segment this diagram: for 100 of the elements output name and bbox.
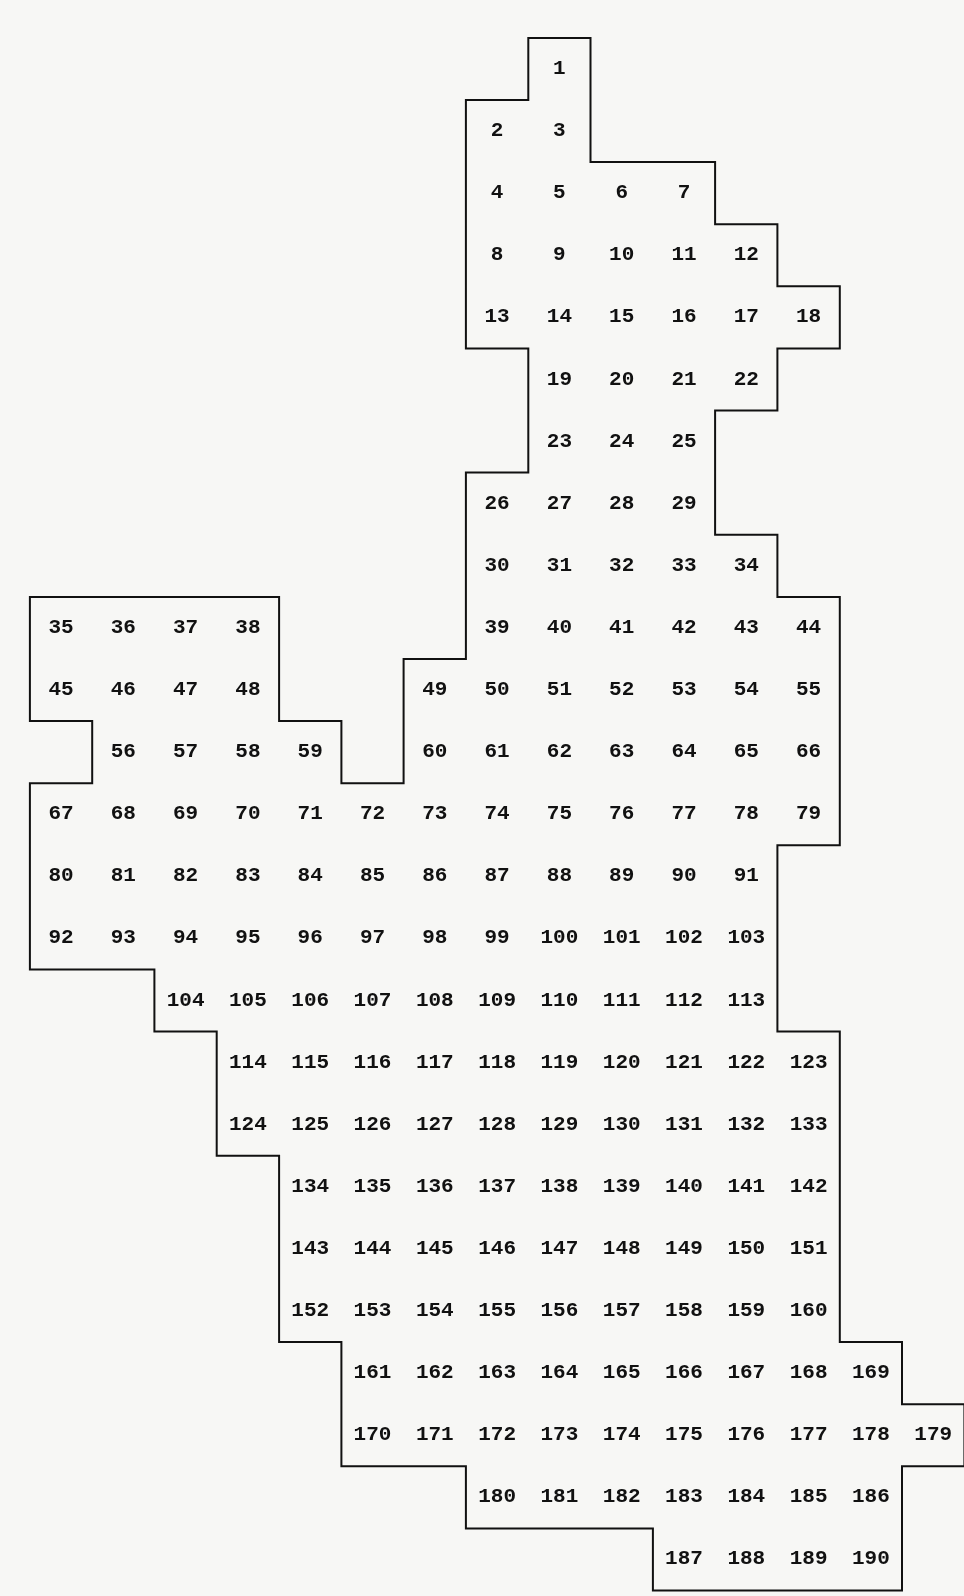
cell-number: 63 bbox=[608, 740, 636, 765]
cell-number: 90 bbox=[670, 864, 698, 889]
cell-number: 116 bbox=[352, 1050, 393, 1075]
cell-number: 190 bbox=[851, 1547, 891, 1572]
cell-number: 70 bbox=[234, 802, 262, 827]
cell-number: 64 bbox=[670, 740, 698, 765]
cell-number: 145 bbox=[414, 1236, 455, 1261]
cell-number: 42 bbox=[670, 615, 698, 640]
cell-number: 50 bbox=[483, 678, 511, 702]
cell-number: 36 bbox=[109, 615, 137, 640]
cell-number: 33 bbox=[670, 553, 698, 578]
cell-number: 12 bbox=[732, 243, 760, 268]
cell-number: 119 bbox=[539, 1050, 580, 1075]
cell-number: 41 bbox=[608, 615, 636, 640]
cell-number: 143 bbox=[290, 1236, 331, 1261]
cell-number: 92 bbox=[47, 926, 75, 951]
cell-number: 126 bbox=[352, 1112, 393, 1137]
cell-number: 60 bbox=[421, 740, 449, 765]
cell-number: 94 bbox=[172, 926, 200, 951]
cell-number: 118 bbox=[477, 1050, 517, 1075]
cell-number: 18 bbox=[795, 305, 823, 330]
cell-number: 14 bbox=[545, 305, 573, 330]
cell-number: 57 bbox=[172, 740, 200, 765]
cell-number: 158 bbox=[664, 1299, 704, 1323]
cell-number: 65 bbox=[732, 740, 760, 765]
cell-number: 172 bbox=[477, 1423, 517, 1448]
cell-number: 108 bbox=[414, 988, 455, 1013]
cell-number: 59 bbox=[296, 740, 324, 765]
cell-number: 111 bbox=[601, 988, 642, 1013]
cell-number: 17 bbox=[732, 305, 760, 330]
cell-number: 175 bbox=[664, 1423, 704, 1448]
cell-number: 37 bbox=[172, 615, 200, 640]
cell-number: 45 bbox=[47, 678, 75, 702]
cell-number: 24 bbox=[608, 429, 636, 454]
cell-number: 180 bbox=[477, 1485, 517, 1510]
cell-number: 13 bbox=[483, 305, 511, 330]
cell-number: 20 bbox=[608, 367, 636, 392]
cell-number: 184 bbox=[726, 1485, 767, 1510]
cell-number: 102 bbox=[664, 926, 704, 951]
cell-number: 107 bbox=[352, 988, 393, 1013]
cell-number: 142 bbox=[788, 1174, 829, 1199]
cell-number: 7 bbox=[676, 181, 692, 206]
cell-number: 26 bbox=[483, 491, 511, 516]
cell-number: 54 bbox=[732, 678, 760, 702]
cell-number: 77 bbox=[670, 802, 698, 827]
cell-number: 146 bbox=[477, 1236, 517, 1261]
cell-number: 167 bbox=[726, 1361, 767, 1386]
cell-number: 38 bbox=[234, 615, 262, 640]
cell-number: 123 bbox=[788, 1050, 829, 1075]
cell-number: 23 bbox=[545, 429, 573, 454]
cell-number: 73 bbox=[421, 802, 449, 827]
cell-number: 1 bbox=[552, 57, 567, 81]
cell-number: 86 bbox=[421, 864, 449, 889]
cell-number: 141 bbox=[726, 1174, 767, 1199]
cell-number: 110 bbox=[539, 988, 580, 1013]
cell-number: 114 bbox=[228, 1050, 268, 1075]
cell-number: 188 bbox=[726, 1547, 767, 1572]
cell-number: 87 bbox=[483, 864, 511, 889]
cell-number: 47 bbox=[172, 678, 200, 702]
cell-number: 82 bbox=[172, 864, 200, 889]
cell-number: 104 bbox=[165, 988, 206, 1013]
cell-number: 122 bbox=[726, 1050, 767, 1075]
cell-number: 31 bbox=[545, 553, 573, 578]
cell-number: 125 bbox=[290, 1112, 331, 1137]
cell-number: 71 bbox=[296, 802, 324, 827]
cell-number: 78 bbox=[732, 802, 760, 827]
cell-number: 88 bbox=[545, 864, 573, 889]
cell-number: 147 bbox=[539, 1236, 580, 1261]
cell-number: 74 bbox=[483, 802, 511, 827]
cell-number: 187 bbox=[664, 1547, 704, 1572]
cell-number: 150 bbox=[726, 1236, 767, 1261]
cell-number: 170 bbox=[352, 1423, 393, 1448]
cell-number: 15 bbox=[608, 305, 636, 330]
cell-number: 39 bbox=[483, 615, 511, 640]
cell-number: 29 bbox=[670, 491, 698, 516]
cell-number: 79 bbox=[795, 802, 823, 827]
cell-number: 185 bbox=[788, 1485, 829, 1510]
cell-number: 133 bbox=[788, 1112, 829, 1137]
cell-number: 3 bbox=[552, 119, 567, 144]
cell-number: 166 bbox=[664, 1361, 704, 1386]
cell-number: 76 bbox=[608, 802, 636, 827]
cell-number: 135 bbox=[352, 1174, 393, 1199]
cell-number: 127 bbox=[414, 1112, 455, 1137]
cell-number: 106 bbox=[290, 988, 331, 1013]
cell-number: 49 bbox=[421, 678, 449, 702]
cell-number: 67 bbox=[47, 802, 75, 827]
cell-number: 27 bbox=[545, 491, 573, 516]
cell-number: 69 bbox=[172, 802, 200, 827]
cell-number: 48 bbox=[234, 678, 262, 702]
cell-number: 124 bbox=[228, 1112, 268, 1137]
cell-number: 155 bbox=[477, 1299, 517, 1323]
cell-number: 32 bbox=[608, 553, 636, 578]
cell-number: 162 bbox=[414, 1361, 455, 1386]
cell-number: 89 bbox=[608, 864, 636, 889]
cell-number: 81 bbox=[109, 864, 137, 889]
cell-number: 189 bbox=[788, 1547, 829, 1572]
cell-number: 43 bbox=[732, 615, 760, 640]
cell-number: 72 bbox=[358, 802, 387, 827]
cell-number: 151 bbox=[788, 1236, 829, 1261]
cell-number: 85 bbox=[358, 864, 387, 889]
